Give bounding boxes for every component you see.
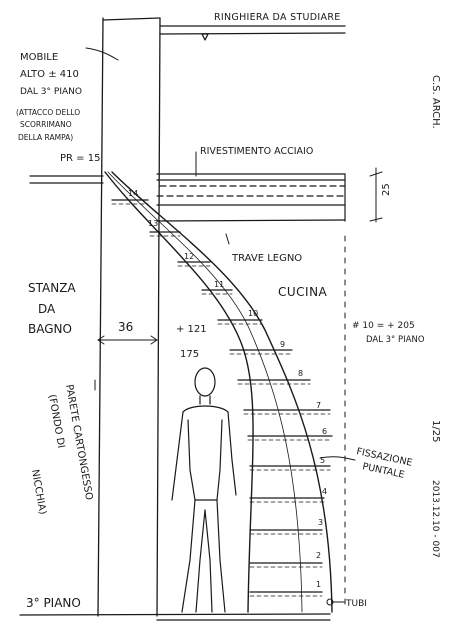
dim-36: 36: [118, 320, 133, 334]
dim-121: + 121: [176, 324, 207, 335]
kitchen-level: # 10 = + 205 DAL 3° PIANO: [352, 321, 425, 345]
step-number: 12: [184, 252, 194, 261]
step-number: 14: [128, 189, 138, 198]
step-number: 11: [214, 280, 224, 289]
step-number: 10: [248, 309, 258, 318]
fixing-label: FISSAZIONE PUNTALE: [355, 446, 413, 481]
step-number: 8: [298, 369, 303, 378]
beam-label: TRAVE LEGNO: [231, 253, 302, 264]
dim-36-line: [97, 335, 158, 345]
svg-text:NICCHIA): NICCHIA): [29, 469, 48, 516]
step-number: 6: [322, 427, 327, 436]
svg-text:MOBILE: MOBILE: [20, 52, 58, 63]
step-number: 3: [318, 518, 323, 527]
svg-text:(ATTACCO DELLO: (ATTACCO DELLO: [16, 108, 80, 117]
step-number: 2: [316, 551, 321, 560]
fixing-pointer: [319, 456, 356, 461]
floor-line: [19, 613, 331, 621]
svg-text:DAL 3° PIANO: DAL 3° PIANO: [366, 335, 425, 345]
stair-stringers: [104, 171, 333, 613]
svg-text:PARETE CARTONGESSO: PARETE CARTONGESSO: [63, 384, 94, 501]
svg-text:(FONDO DI: (FONDO DI: [46, 394, 66, 449]
room-label: STANZA DA BAGNO: [28, 281, 76, 336]
svg-text:STANZA: STANZA: [28, 281, 76, 295]
step-number: 7: [316, 401, 321, 410]
kitchen-label: CUCINA: [278, 285, 328, 299]
step-number: 9: [280, 340, 285, 349]
svg-text:BAGNO: BAGNO: [28, 322, 72, 336]
upper-floor-slab: [29, 173, 346, 222]
floor-label: 3° PIANO: [26, 596, 81, 610]
svg-text:ALTO ± 410: ALTO ± 410: [20, 69, 79, 80]
svg-text:# 10 = + 205: # 10 = + 205: [352, 321, 415, 331]
top-label: RINGHIERA DA STUDIARE: [214, 12, 341, 23]
stair-treads: [111, 199, 333, 597]
central-wall: [97, 17, 161, 617]
dim-175: 175: [180, 349, 199, 360]
pr-label: PR = 15: [60, 153, 100, 164]
step-number: 4: [322, 487, 327, 496]
date-note: 2013.12.10 - 007: [430, 480, 440, 558]
wall-note: PARETE CARTONGESSO (FONDO DI NICCHIA): [29, 384, 94, 516]
step-number: 13: [148, 219, 158, 228]
height-note: MOBILE ALTO ± 410 DAL 3° PIANO (ATTACCO …: [16, 52, 82, 142]
cladding-dim-marker: [369, 167, 383, 223]
svg-text:DAL 3° PIANO: DAL 3° PIANO: [20, 87, 82, 97]
cladding-dim: 25: [381, 183, 392, 196]
leader-arrows: [85, 47, 230, 391]
author-note: C.S. ARCH.: [430, 75, 441, 129]
cladding-label: RIVESTIMENTO ACCIAIO: [200, 146, 313, 157]
svg-text:SCORRIMANO: SCORRIMANO: [20, 120, 72, 129]
svg-text:DELLA RAMPA): DELLA RAMPA): [18, 133, 73, 142]
step-number: 5: [320, 456, 325, 465]
scale-note: 1/25: [430, 420, 441, 442]
human-figure: [171, 367, 237, 613]
top-slab: [159, 25, 346, 41]
step-number: 1: [316, 580, 321, 589]
pipes-marker: [326, 598, 345, 606]
svg-text:DA: DA: [38, 302, 56, 316]
pipes-label: TUBI: [345, 599, 367, 609]
